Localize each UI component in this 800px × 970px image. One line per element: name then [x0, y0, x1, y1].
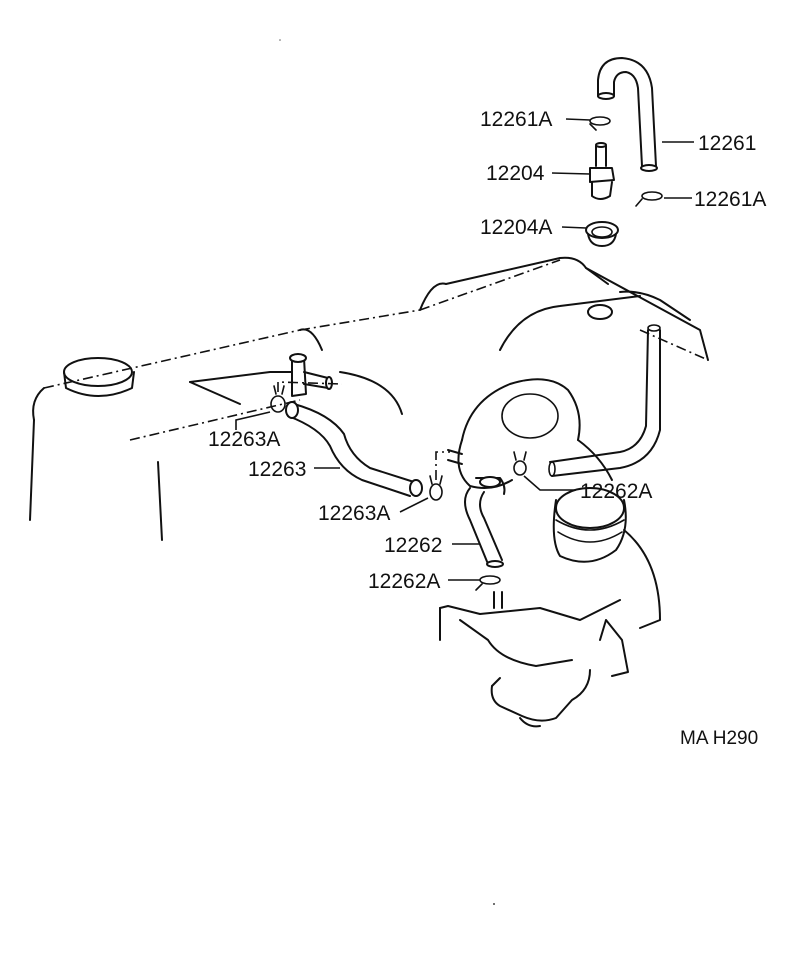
engine-head-cover [29, 256, 709, 541]
part-labels: 12261A 12261 12204 12261A 12204A 12263A … [208, 108, 766, 749]
intake-assembly [439, 378, 661, 728]
speck [279, 39, 281, 41]
leader-lines [235, 118, 694, 581]
hose-12261 [597, 57, 658, 172]
part-label: 12263 [248, 458, 306, 481]
part-label: 12263A [318, 502, 390, 525]
oil-filler-cap [63, 357, 135, 397]
clip-12263A-upper [270, 385, 286, 413]
dashline-12263A-lower [435, 451, 450, 480]
clip-12263A-lower [429, 475, 443, 501]
part-label: 12261A [480, 108, 552, 131]
grommet-12204A [585, 221, 619, 247]
hose-12263 [285, 353, 423, 497]
part-label: 12261A [694, 188, 766, 211]
clip-12261A-upper [589, 116, 611, 131]
part-label: 12262A [580, 480, 652, 503]
speck [493, 903, 495, 905]
clip-12261A-lower [635, 191, 663, 207]
clip-12262A-upper [513, 451, 527, 476]
part-label: 12204A [480, 216, 552, 239]
dashline-12263A-upper [277, 381, 343, 392]
part-label: 12204 [486, 162, 545, 185]
pcv-valve-12204 [589, 142, 615, 200]
part-label: 12261 [698, 132, 756, 155]
part-label: 12262 [384, 534, 442, 557]
diagram-code: MA H290 [680, 728, 758, 749]
part-label: 12262A [368, 570, 440, 593]
hose-12262 [464, 476, 506, 568]
clip-12262A-lower [475, 575, 501, 591]
nipple-12263 [447, 449, 463, 465]
part-label: 12263A [208, 428, 280, 451]
